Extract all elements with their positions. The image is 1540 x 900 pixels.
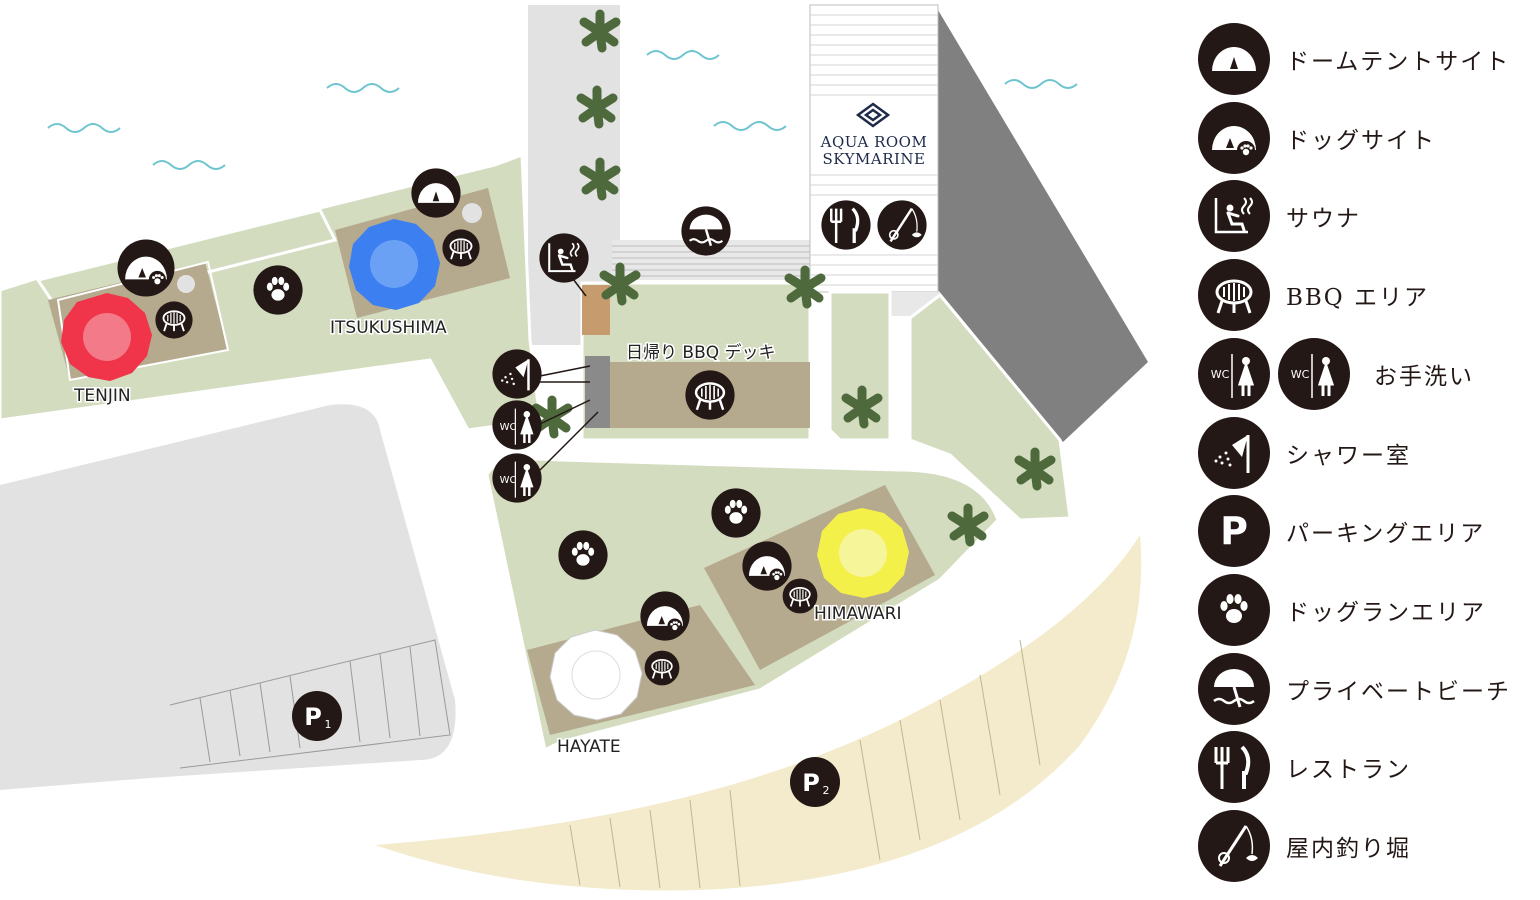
himawari-dome-tent[interactable] [817, 508, 909, 598]
fishing-icon[interactable] [876, 199, 928, 251]
building-name-line2: SKYMARINE [823, 150, 926, 168]
hayate-dome-tent[interactable] [549, 629, 643, 721]
shower-icon [1198, 417, 1270, 489]
parking-marker-p1[interactable]: P 1 [292, 691, 342, 741]
legend-item-restaurant: レストラン [1198, 730, 1411, 804]
dogrun-icon-east[interactable] [711, 488, 761, 538]
svg-text:WC: WC [1291, 368, 1310, 381]
svg-text:2: 2 [823, 784, 830, 797]
legend-item-dog-run: ドッグランエリア [1198, 573, 1486, 647]
site-label-itsukushima: ITSUKUSHIMA [330, 318, 447, 338]
itsukushima-tent-icon[interactable] [411, 168, 461, 218]
legend-item-bbq: BBQ エリア [1198, 258, 1429, 332]
svg-text:WC: WC [1211, 368, 1230, 381]
svg-text:P: P [304, 703, 322, 731]
legend-label: シャワー室 [1286, 443, 1411, 469]
parking-lot-1[interactable] [0, 404, 456, 790]
legend-label: プライベートビーチ [1286, 679, 1511, 705]
legend-label: レストラン [1286, 757, 1411, 783]
itsukushima-bbq-icon[interactable] [441, 228, 481, 268]
beach-umbrella-icon [1198, 653, 1270, 725]
svg-text:P: P [802, 769, 820, 797]
beach-umbrella-icon[interactable] [680, 205, 732, 257]
parking-marker-p2[interactable]: P 2 [790, 757, 840, 807]
legend-item-dome-tent: ドームテントサイト [1198, 22, 1510, 96]
restaurant-icon [1198, 731, 1270, 803]
legend-item-sauna: サウナ [1198, 179, 1361, 253]
itsukushima-dome-tent[interactable] [349, 219, 440, 310]
legend-item-restroom: WC WC お手洗い [1198, 337, 1474, 411]
site-label-himawari: HIMAWARI [814, 604, 902, 624]
restroom-icon: WC [1198, 338, 1270, 410]
paw-icon [1198, 574, 1270, 646]
legend-label: BBQ エリア [1286, 285, 1429, 311]
himawari-dog-site-icon[interactable] [742, 541, 792, 591]
bbq-grill-icon [1198, 259, 1270, 331]
sauna-icon[interactable] [538, 232, 590, 284]
shower-block [585, 356, 610, 428]
dogrun-icon-west[interactable] [558, 530, 608, 580]
aqua-room-logo [855, 102, 891, 128]
tenjin-bbq-icon[interactable] [154, 300, 194, 340]
parking-icon: P [1198, 495, 1270, 567]
water-waves [47, 50, 1078, 170]
tenjin-dogrun-icon[interactable] [253, 265, 303, 315]
bbq-deck-label: 日帰り BBQ デッキ [626, 342, 776, 363]
site-label-tenjin: TENJIN [73, 386, 131, 406]
himawari-bbq-icon[interactable] [781, 577, 819, 615]
svg-text:P: P [1220, 509, 1248, 553]
dome-tent-icon [1198, 23, 1270, 95]
hayate-dog-site-icon[interactable] [640, 591, 690, 641]
hayate-bbq-icon[interactable] [643, 649, 681, 687]
legend-label: お手洗い [1374, 364, 1474, 390]
wc-label-1: WC [500, 422, 517, 433]
day-bbq-icon[interactable] [684, 369, 736, 421]
legend-item-beach: プライベートビーチ [1198, 652, 1511, 726]
shower-icon[interactable] [491, 348, 543, 400]
tenjin-dog-site-icon[interactable] [117, 239, 175, 297]
legend-item-dog-site: ドッグサイト [1198, 101, 1436, 175]
svg-text:1: 1 [325, 718, 332, 731]
legend-item-shower: シャワー室 [1198, 416, 1411, 490]
parking-lot-2[interactable] [375, 535, 1142, 891]
legend-label: パーキングエリア [1286, 521, 1486, 547]
sauna-icon [1198, 180, 1270, 252]
wc-label-2: WC [500, 475, 517, 486]
legend-item-fishing: 屋内釣り堀 [1198, 809, 1411, 883]
restroom-icon: WC [1278, 338, 1350, 410]
dog-site-icon [1198, 102, 1270, 174]
legend-label: サウナ [1286, 206, 1361, 232]
legend-item-parking: P パーキングエリア [1198, 494, 1485, 568]
building-name-line1: AQUA ROOM [820, 133, 928, 151]
legend-label: 屋内釣り堀 [1286, 836, 1411, 862]
site-label-hayate: HAYATE [557, 737, 621, 757]
legend-label: ドームテントサイト [1286, 49, 1511, 75]
legend-label: ドッグサイト [1286, 128, 1436, 154]
tenjin-dome-tent[interactable] [61, 293, 152, 381]
restaurant-icon[interactable] [819, 198, 873, 252]
legend-label: ドッグランエリア [1286, 600, 1486, 626]
connector-lines [539, 274, 599, 471]
fishing-icon [1198, 810, 1270, 882]
